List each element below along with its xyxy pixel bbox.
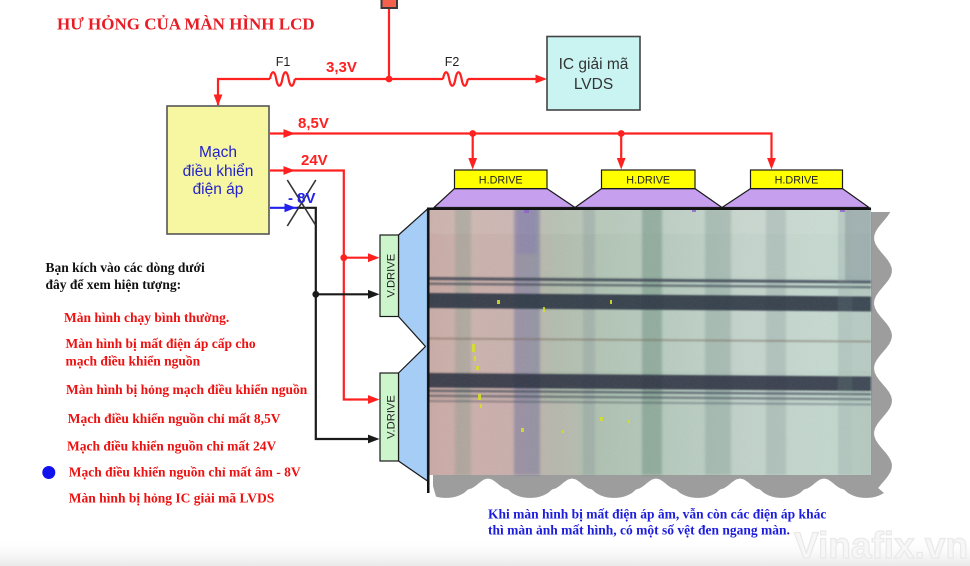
svg-text:H.DRIVE: H.DRIVE xyxy=(775,175,819,187)
svg-text:- 8V: - 8V xyxy=(288,190,316,207)
svg-text:LVDS: LVDS xyxy=(574,76,613,93)
svg-text:Mạch điều khiển nguồn chỉ mất: Mạch điều khiển nguồn chỉ mất 8,5V xyxy=(68,411,281,426)
svg-text:Màn hình bị hỏng IC giải mã LV: Màn hình bị hỏng IC giải mã LVDS xyxy=(69,491,274,506)
svg-text:Vinafix.vn: Vinafix.vn xyxy=(794,525,968,566)
svg-text:Màn hình chạy bình thường.: Màn hình chạy bình thường. xyxy=(64,310,229,325)
svg-text:3,3V: 3,3V xyxy=(326,59,357,76)
svg-text:IC giải mã: IC giải mã xyxy=(559,56,629,73)
svg-text:H.DRIVE: H.DRIVE xyxy=(479,175,523,187)
svg-text:Màn hình bị mất điện áp cấp ch: Màn hình bị mất điện áp cấp cho xyxy=(66,336,256,351)
svg-text:Khi màn hình bị mất điện áp âm: Khi màn hình bị mất điện áp âm, vẫn còn … xyxy=(488,507,826,522)
svg-text:F2: F2 xyxy=(445,55,460,69)
svg-text:Mạch điều khiển nguồn chỉ mất: Mạch điều khiển nguồn chỉ mất âm - 8V xyxy=(69,464,301,479)
svg-text:F1: F1 xyxy=(276,55,291,69)
svg-text:Bạn kích vào các dòng dưới: Bạn kích vào các dòng dưới xyxy=(46,260,205,275)
svg-text:V.DRIVE: V.DRIVE xyxy=(386,395,398,439)
svg-text:24V: 24V xyxy=(301,152,328,169)
svg-text:điều khiển: điều khiển xyxy=(183,163,254,180)
svg-text:đây để xem hiện tượng:: đây để xem hiện tượng: xyxy=(46,277,182,292)
svg-text:thì màn ảnh mất hình, có một s: thì màn ảnh mất hình, có một số vệt đen … xyxy=(488,522,790,537)
svg-text:Mạch: Mạch xyxy=(199,144,237,161)
svg-text:HƯ HỎNG CỦA MÀN HÌNH LCD: HƯ HỎNG CỦA MÀN HÌNH LCD xyxy=(57,15,315,34)
svg-text:Mạch điều khiển nguồn chỉ mất: Mạch điều khiển nguồn chỉ mất 24V xyxy=(67,438,277,453)
svg-text:V.DRIVE: V.DRIVE xyxy=(386,254,398,298)
svg-text:điện áp: điện áp xyxy=(193,181,244,198)
svg-text:8,5V: 8,5V xyxy=(298,115,329,132)
svg-text:mạch điều khiển nguồn: mạch điều khiển nguồn xyxy=(66,353,201,368)
svg-text:Màn hình bị hỏng mạch điều khi: Màn hình bị hỏng mạch điều khiển nguồn xyxy=(66,382,308,397)
svg-text:H.DRIVE: H.DRIVE xyxy=(626,175,670,187)
